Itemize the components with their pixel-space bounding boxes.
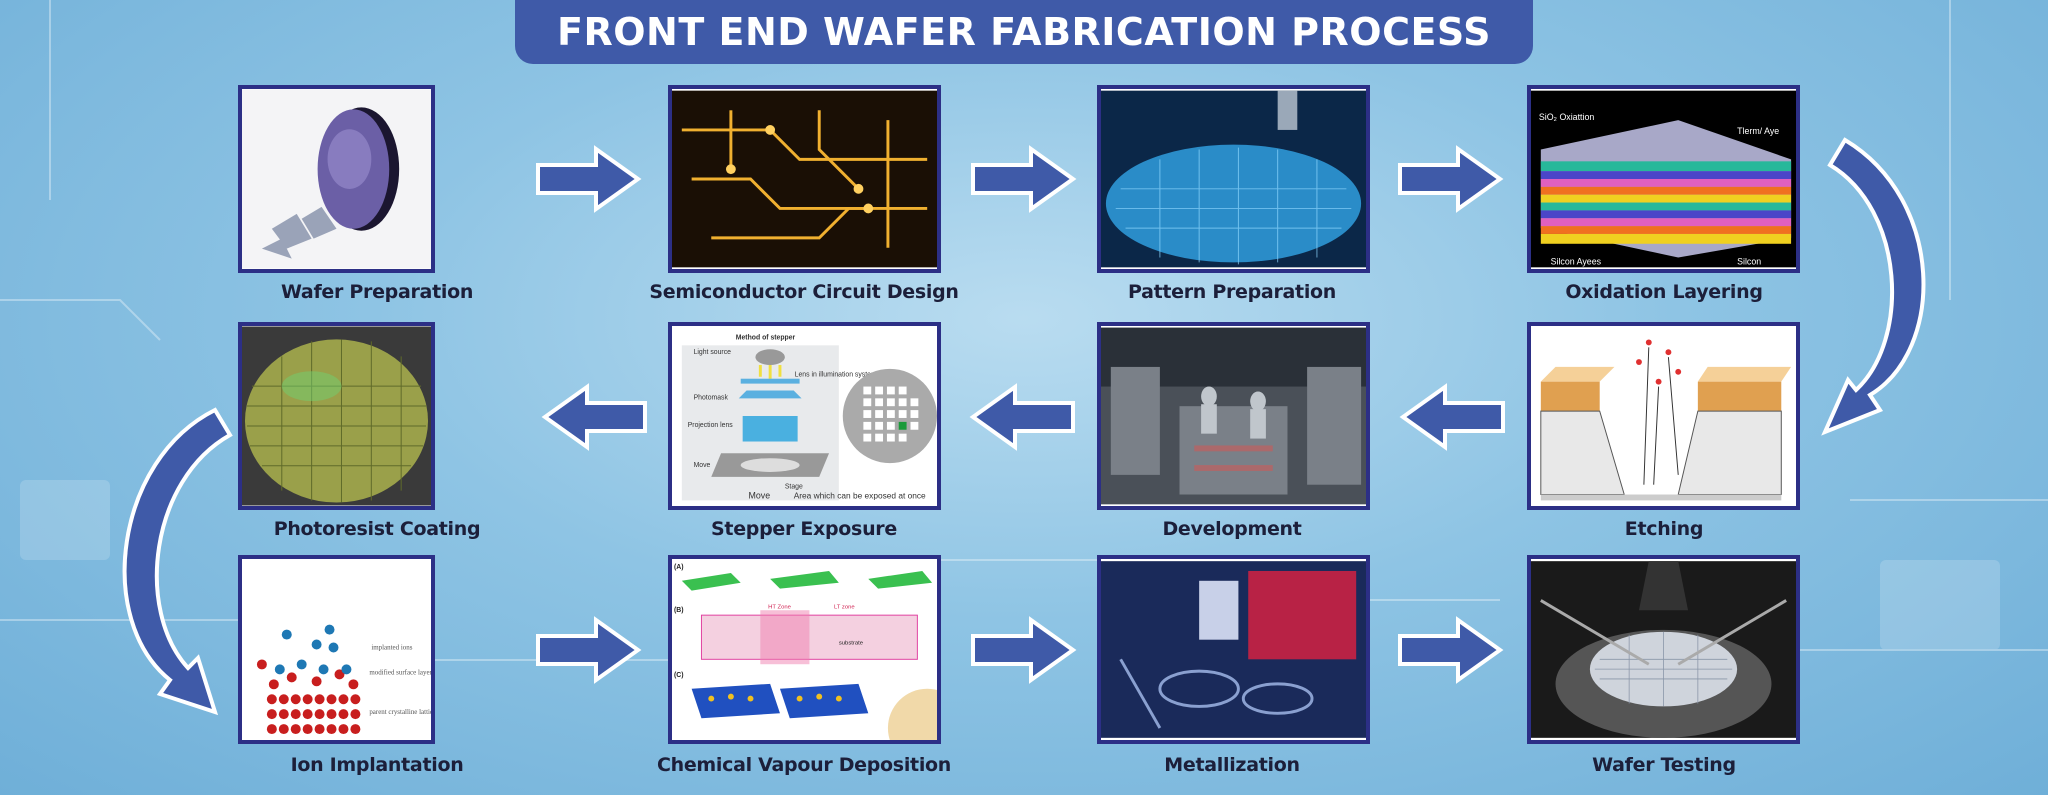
image-label: (B) [674,607,684,614]
step-label-ion-implantation: Ion Implantation [290,754,464,776]
ion-implantation-image: implanted ions modified surface layer pa… [238,555,435,744]
curved-arrow-down-right-icon [1821,137,1926,436]
pattern-preparation-image [1097,85,1370,273]
circuit-design-image [668,85,941,273]
image-label: substrate [839,641,863,647]
image-label: LT zone [834,604,855,610]
image-label: Method of stepper [736,334,796,341]
image-label: modified surface layer [369,668,431,676]
image-label: Projection lens [688,422,734,429]
image-label: SiO₂ Oxiattion [1539,112,1595,122]
image-label: Silcon Ayees [1551,256,1602,266]
development-image [1097,322,1370,510]
image-label: Lens in illumination system [795,372,877,379]
photoresist-coating-image [238,322,435,510]
step-label-development: Development [1162,518,1302,540]
left-arrow-icon [1401,385,1505,449]
image-label: Photomask [694,394,729,401]
step-label-chemical-vapour-deposition: Chemical Vapour Deposition [656,754,952,776]
step-label-oxidation-layering: Oxidation Layering [1565,281,1763,303]
right-arrow-icon [971,147,1075,211]
page-title: FRONT END WAFER FABRICATION PROCESS [515,0,1533,64]
left-arrow-icon [971,385,1075,449]
image-label: Area which can be exposed at once [794,490,926,500]
right-arrow-icon [1398,618,1502,682]
step-label-metallization: Metallization [1164,754,1300,776]
step-label-etching: Etching [1624,518,1704,540]
step-label-wafer-testing: Wafer Testing [1592,754,1736,776]
image-label: Light source [694,349,732,356]
step-label-photoresist-coating: Photoresist Coating [273,518,481,540]
etching-image [1527,322,1800,510]
image-label: (A) [674,564,684,571]
image-label: Move [694,462,711,469]
right-arrow-icon [536,147,640,211]
metallization-image [1097,555,1370,744]
step-label-pattern-preparation: Pattern Preparation [1127,281,1337,303]
step-label-semiconductor-circuit-design: Semiconductor Circuit Design [649,281,959,303]
wafer-preparation-image [238,85,435,273]
right-arrow-icon [1398,147,1502,211]
image-label: parent crystalline lattice [369,708,431,716]
chemical-vapour-deposition-image: (A) (B) (C) HT Zone LT zone substrate [668,555,941,744]
right-arrow-icon [536,618,640,682]
right-arrow-icon [971,618,1075,682]
image-label: implanted ions [371,644,412,652]
image-label: Tlerm/ Aye [1737,126,1779,136]
stepper-exposure-image: Method of stepper Light source Lens in i… [668,322,941,510]
image-label: Stage [785,484,803,491]
left-arrow-icon [543,385,647,449]
oxidation-layering-image: SiO₂ Oxiattion Tlerm/ Aye Silcon Ayees S… [1527,85,1800,273]
step-label-wafer-preparation: Wafer Preparation [280,281,474,303]
image-label: HT Zone [768,604,791,610]
wafer-testing-image [1527,555,1800,744]
image-label: Silcon [1737,256,1761,266]
step-label-stepper-exposure: Stepper Exposure [711,518,897,540]
curved-arrow-down-left-icon [122,407,233,716]
image-label: Move [749,490,771,500]
image-label: (C) [674,672,684,679]
